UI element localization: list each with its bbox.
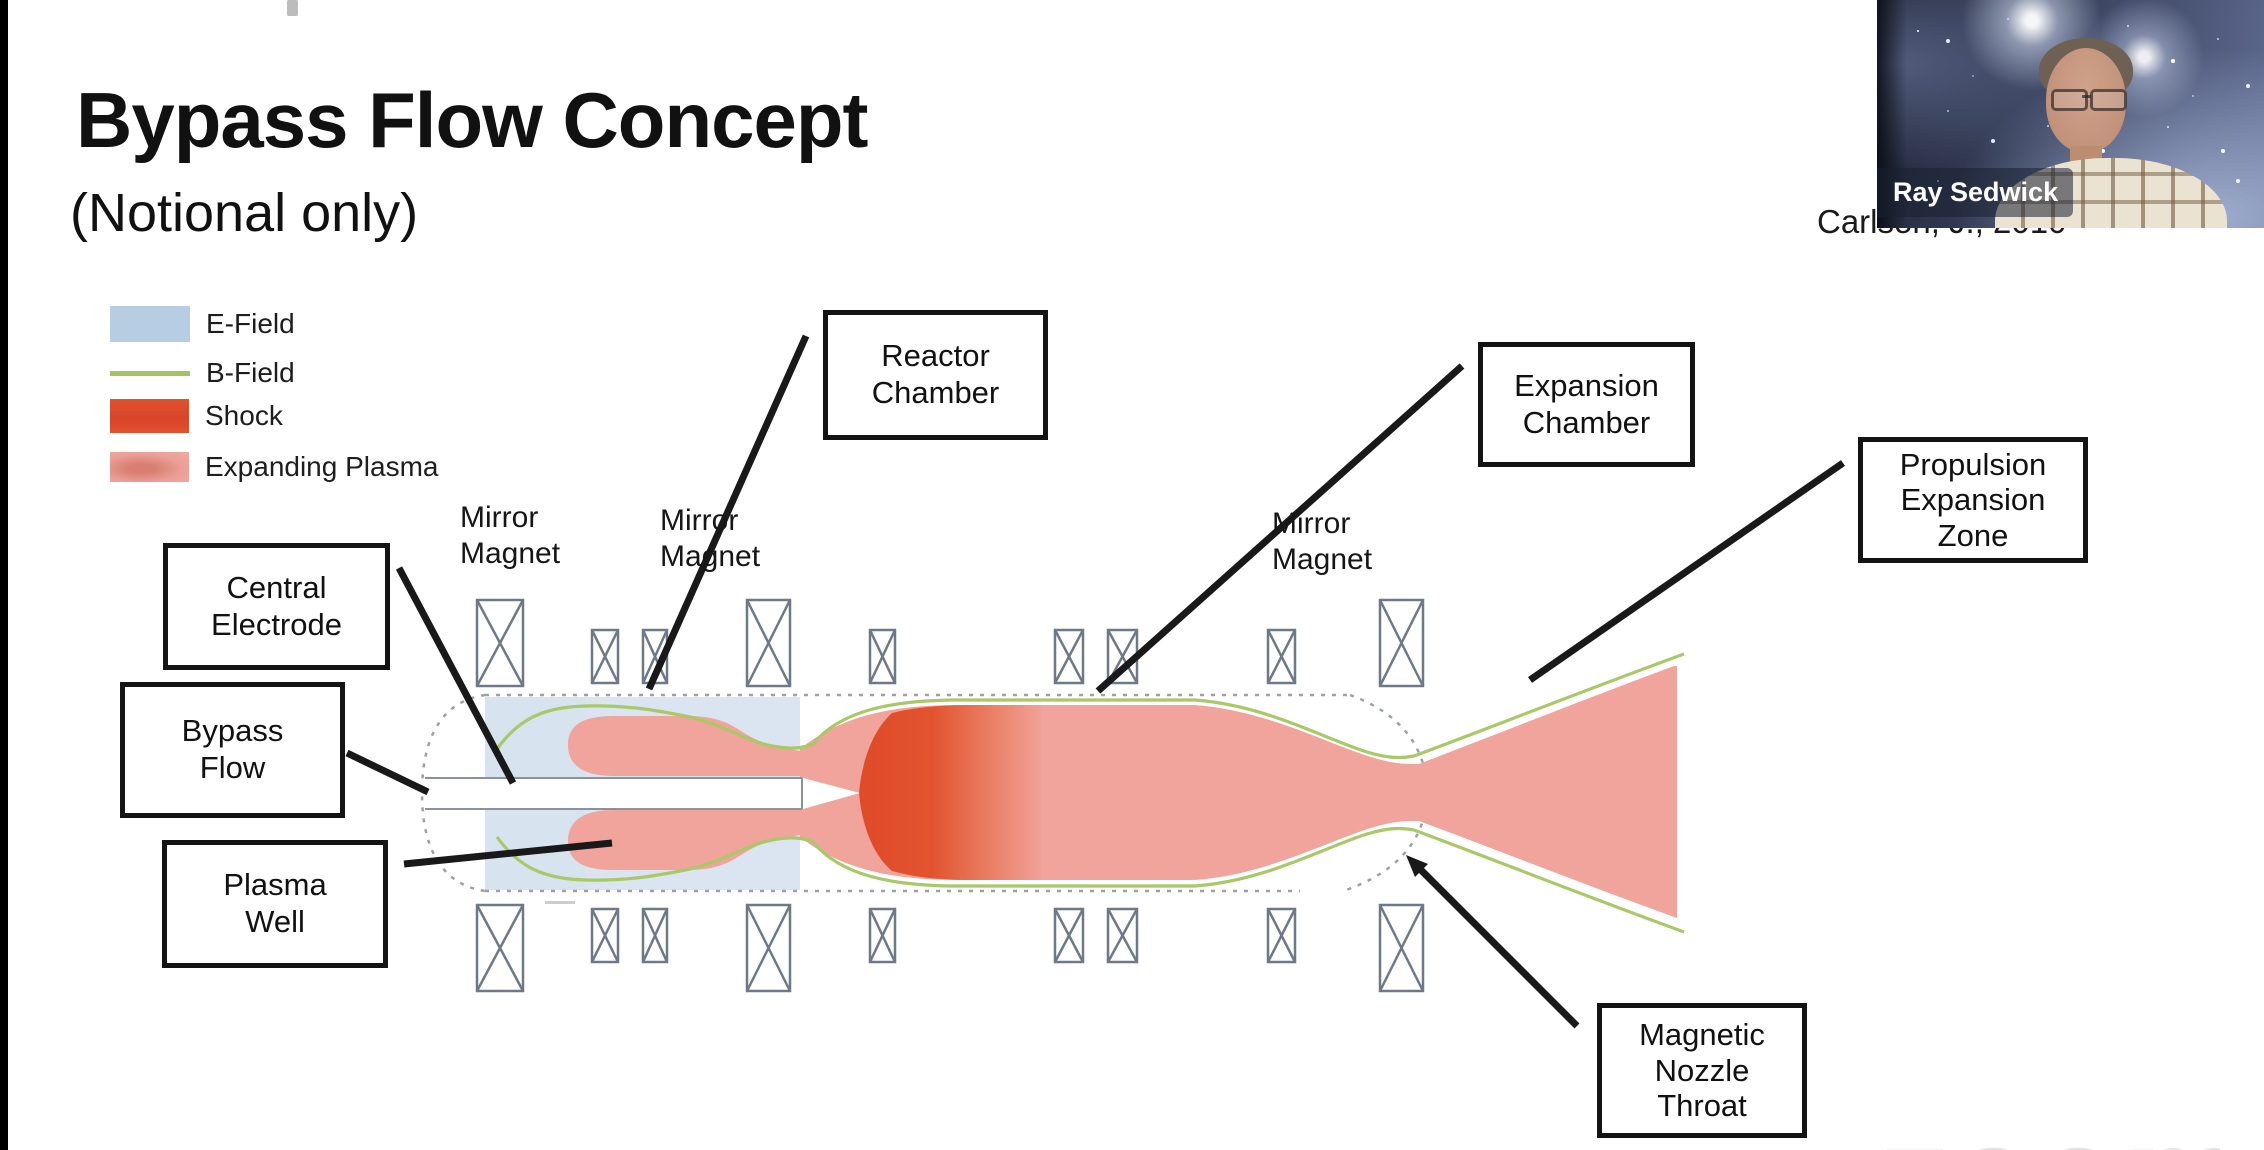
central-electrode-pointer: [395, 566, 517, 785]
webcam-video-tile[interactable]: Ray Sedwick: [1877, 0, 2264, 228]
bfield-line-bottom: [495, 826, 1685, 934]
shock-swatch: [110, 399, 189, 433]
mirror-magnet-coil: [1378, 903, 1425, 993]
starfield-background: [1917, 30, 1919, 32]
legend-row-expanding-plasma: Expanding Plasma: [110, 450, 438, 484]
mirror-magnet-coil: [1106, 907, 1139, 964]
mirror-magnet-coil: [745, 903, 792, 993]
plasma-well-upper-lobe: [568, 716, 800, 776]
mirror-magnet-label-3: Mirror Magnet: [1272, 507, 1373, 576]
callout-central-electrode: Central Electrode: [163, 543, 390, 670]
plasma-well-pointer: [403, 839, 613, 868]
mirror-magnet-coil: [1053, 628, 1085, 685]
mirror-magnet-coil: [475, 598, 525, 688]
mirror-magnet-coil: [475, 903, 525, 993]
mirror-magnet-coil: [641, 907, 669, 964]
shock-region: [859, 705, 1042, 880]
propulsion-expansion-zone-pointer: [1528, 460, 1845, 683]
channel-exit-wedge: [803, 778, 860, 809]
expansion-chamber-pointer: [1095, 363, 1465, 694]
callout-propulsion-expansion-zone: Propulsion Expansion Zone: [1858, 437, 2088, 563]
plasma-well-lower-lobe: [568, 810, 800, 870]
callout-bypass-flow: Bypass Flow: [120, 682, 345, 818]
mirror-magnet-label-1: Mirror Magnet: [460, 501, 561, 570]
central-electrode-channel: [425, 778, 802, 809]
mirror-magnet-coil: [1266, 907, 1297, 964]
reactor-chamber-pointer: [645, 334, 810, 691]
nozzle-throat-pointer-arrowhead: [1406, 855, 1428, 877]
slide-subtitle: (Notional only): [70, 183, 419, 243]
legend-label: B-Field: [206, 357, 295, 388]
callout-reactor-chamber: Reactor Chamber: [823, 310, 1048, 440]
legend-row-efield: E-Field: [110, 306, 295, 342]
mirror-magnet-coil: [590, 907, 620, 964]
central-electrode-channel-walls: [425, 777, 803, 810]
callout-magnetic-nozzle-throat: Magnetic Nozzle Throat: [1597, 1003, 1807, 1138]
bypass-flow-pointer: [345, 749, 430, 796]
legend-label: E-Field: [206, 308, 295, 339]
mirror-magnet-coil: [590, 628, 620, 685]
glasses-bridge: [2082, 95, 2091, 98]
bfield-line-top: [495, 652, 1685, 760]
mirror-magnet-coil: [1053, 907, 1085, 964]
legend-label: Shock: [205, 400, 283, 431]
callout-plasma-well: Plasma Well: [162, 840, 388, 968]
expanding-plasma-swatch: [110, 452, 189, 482]
efield-swatch: [110, 306, 190, 342]
slide-artifact-mark: [287, 0, 298, 16]
mirror-magnet-coil: [1266, 628, 1297, 685]
legend-row-bfield: B-Field: [110, 356, 295, 390]
legend-row-shock: Shock: [110, 398, 283, 434]
mirror-magnet-label-2: Mirror Magnet: [660, 504, 761, 573]
mirror-magnet-coils: [475, 598, 1425, 993]
callout-pointer-lines: [345, 334, 1845, 1029]
legend-label: Expanding Plasma: [205, 451, 439, 482]
mirror-magnet-coil: [1378, 598, 1425, 688]
screen-left-edge: [0, 0, 8, 1150]
bfield-line-swatch: [110, 370, 190, 376]
slide-title: Bypass Flow Concept: [76, 76, 868, 164]
mirror-magnet-coil: [868, 907, 897, 964]
mirror-magnet-coil: [868, 628, 897, 685]
glasses-left-lens: [2051, 89, 2088, 111]
callout-expansion-chamber: Expansion Chamber: [1478, 342, 1695, 467]
magnetic-nozzle-throat-pointer: [1409, 858, 1580, 1029]
zoom-watermark-text: zoom: [1880, 1120, 2220, 1150]
glasses-right-lens: [2090, 89, 2127, 111]
participant-name: Ray Sedwick: [1893, 177, 2059, 207]
zoom-watermark: zoom: [1880, 1120, 2220, 1150]
mirror-magnet-coil: [745, 598, 792, 688]
bfield-lines: [495, 652, 1685, 934]
participant-name-tag: Ray Sedwick: [1877, 168, 2073, 217]
small-gray-artifact: [545, 901, 575, 904]
